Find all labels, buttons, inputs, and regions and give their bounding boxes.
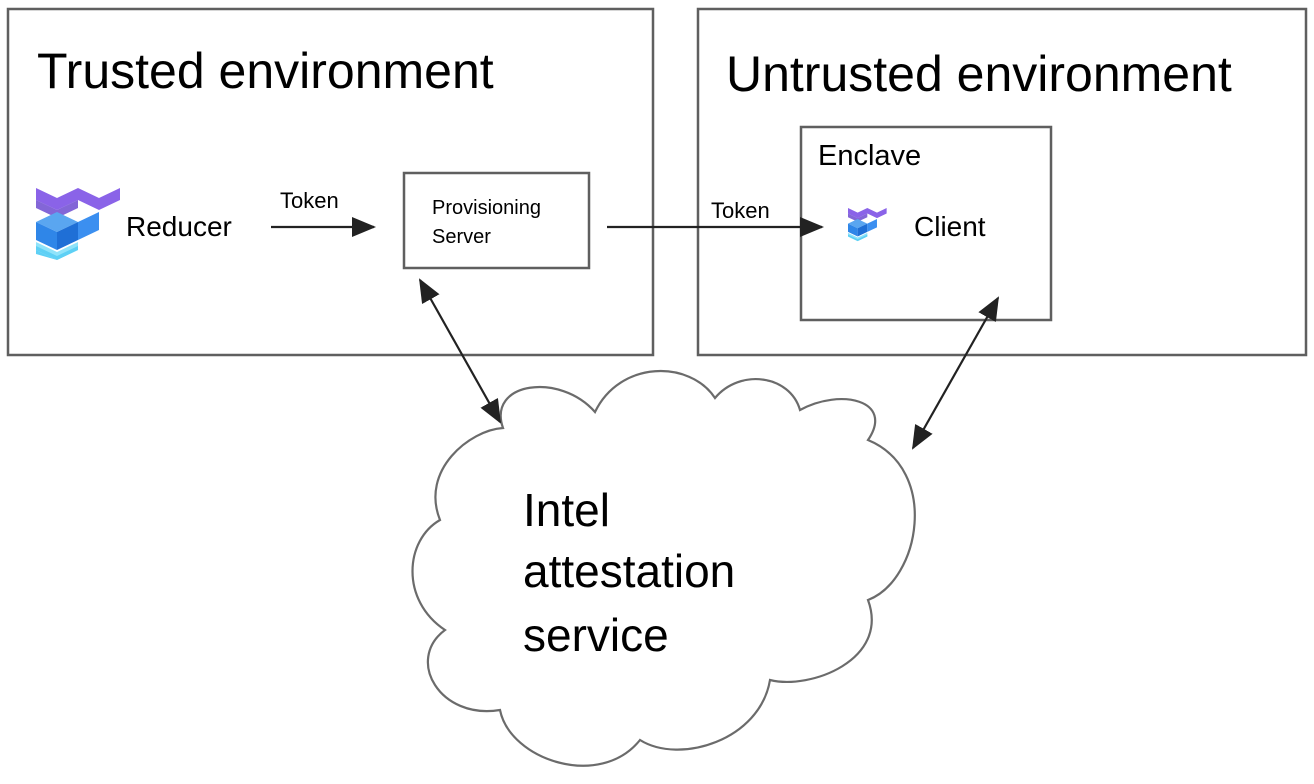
provisioning-server-node: Provisioning Server — [402, 171, 591, 270]
token-label-reducer: Token — [280, 188, 339, 213]
cloud-shape — [411, 370, 916, 767]
trusted-environment-title: Trusted environment — [37, 43, 494, 99]
edge-reducer-to-provisioning-server: Token — [271, 188, 376, 237]
enclave-title: Enclave — [818, 140, 921, 172]
reducer-label: Reducer — [126, 211, 232, 242]
reducer-node: Reducer — [36, 188, 232, 260]
attestation-label-line3: service — [523, 609, 669, 661]
provisioning-server-label-line2: Server — [432, 226, 491, 248]
client-label: Client — [914, 211, 986, 242]
provisioning-server-label-line1: Provisioning — [432, 197, 541, 219]
token-label-client: Token — [711, 198, 770, 223]
layered-cubes-logo-icon — [36, 188, 120, 260]
untrusted-environment-title: Untrusted environment — [726, 46, 1232, 102]
edge-provisioning-server-to-client: Token — [607, 198, 824, 237]
edge-provisioning-server-attestation — [419, 278, 501, 424]
edge-client-attestation — [912, 296, 999, 450]
intel-attestation-service-node: Intel attestation service — [411, 370, 916, 767]
untrusted-environment-zone: Untrusted environment — [696, 7, 1308, 357]
client-node: Client — [848, 208, 986, 242]
layered-cubes-logo-icon — [848, 208, 887, 242]
attestation-label-line1: Intel — [523, 484, 610, 536]
attestation-label-line2: attestation — [523, 545, 735, 597]
trusted-environment-zone: Trusted environment — [6, 7, 655, 357]
